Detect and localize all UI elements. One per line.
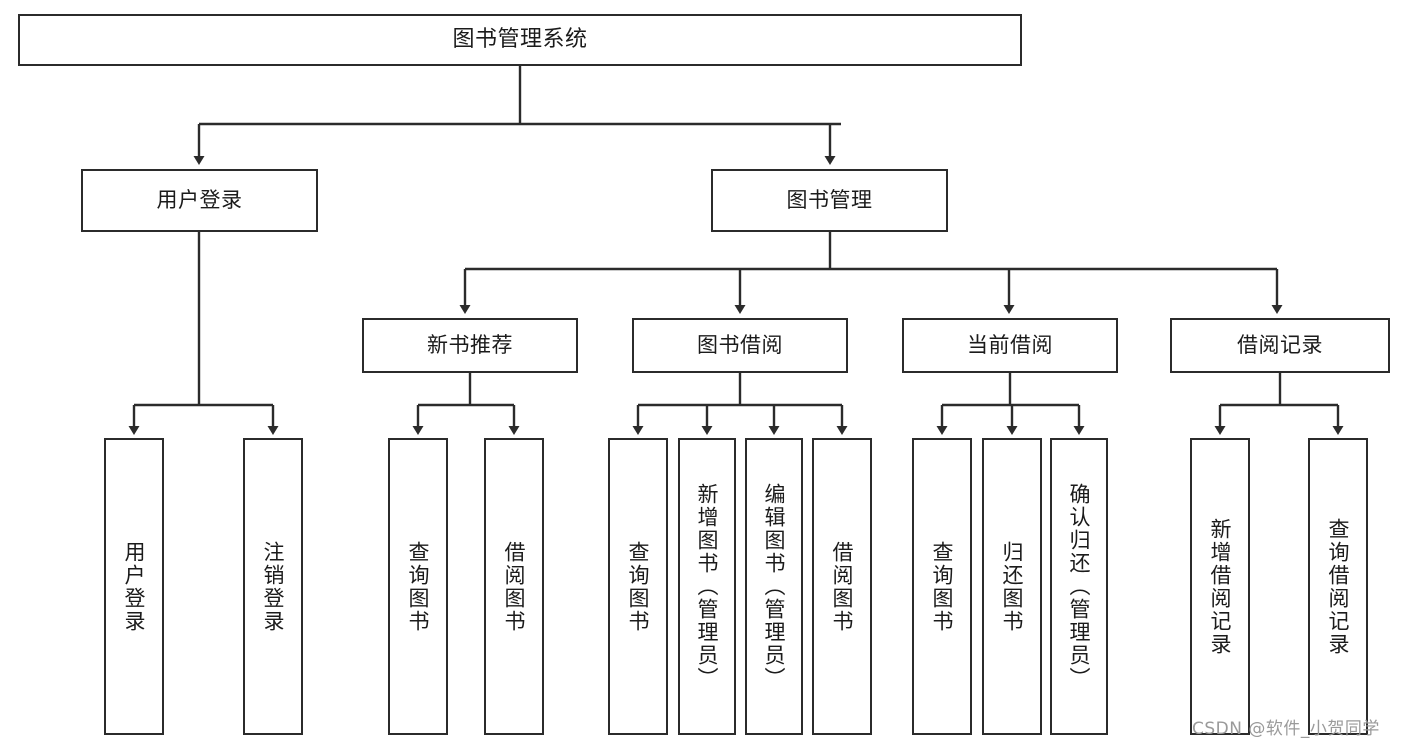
leaf-edit-book[interactable]: 编辑图书（管理员）: [745, 438, 803, 735]
leaf-add-book-label: 新增图书（管理员）: [695, 483, 720, 690]
node-user-login[interactable]: 用户登录: [81, 169, 318, 232]
leaf-user-login[interactable]: 用户登录: [104, 438, 164, 735]
node-book-borrow[interactable]: 图书借阅: [632, 318, 848, 373]
leaf-query-borrow-record[interactable]: 查询借阅记录: [1308, 438, 1368, 735]
node-new-book-recommend[interactable]: 新书推荐: [362, 318, 578, 373]
leaf-borrow-book-recommend-label: 借阅图书: [502, 540, 527, 633]
node-current-borrow[interactable]: 当前借阅: [902, 318, 1118, 373]
node-borrow-record-label: 借阅记录: [1237, 333, 1323, 358]
leaf-logout-label: 注销登录: [261, 540, 286, 633]
leaf-query-book-current[interactable]: 查询图书: [912, 438, 972, 735]
node-book-manage-label: 图书管理: [786, 188, 873, 213]
leaf-query-book-borrow[interactable]: 查询图书: [608, 438, 668, 735]
leaf-query-book-borrow-label: 查询图书: [626, 540, 651, 633]
leaf-add-borrow-record[interactable]: 新增借阅记录: [1190, 438, 1250, 735]
node-user-login-label: 用户登录: [156, 188, 243, 213]
leaf-edit-book-label: 编辑图书（管理员）: [762, 483, 787, 690]
leaf-confirm-return-label: 确认归还（管理员）: [1067, 483, 1092, 690]
leaf-query-book-recommend-label: 查询图书: [406, 540, 431, 633]
leaf-return-book[interactable]: 归还图书: [982, 438, 1042, 735]
node-root[interactable]: 图书管理系统: [18, 14, 1022, 66]
leaf-add-borrow-record-label: 新增借阅记录: [1208, 517, 1233, 656]
leaf-borrow-book-recommend[interactable]: 借阅图书: [484, 438, 544, 735]
node-root-label: 图书管理系统: [452, 27, 588, 53]
node-borrow-record[interactable]: 借阅记录: [1170, 318, 1390, 373]
node-book-borrow-label: 图书借阅: [697, 333, 783, 358]
leaf-borrow-book[interactable]: 借阅图书: [812, 438, 872, 735]
node-book-manage[interactable]: 图书管理: [711, 169, 948, 232]
leaf-return-book-label: 归还图书: [1000, 540, 1025, 633]
leaf-borrow-book-label: 借阅图书: [830, 540, 855, 633]
leaf-logout[interactable]: 注销登录: [243, 438, 303, 735]
leaf-query-book-current-label: 查询图书: [930, 540, 955, 633]
leaf-query-book-recommend[interactable]: 查询图书: [388, 438, 448, 735]
leaf-user-login-label: 用户登录: [122, 540, 147, 633]
leaf-confirm-return[interactable]: 确认归还（管理员）: [1050, 438, 1108, 735]
node-current-borrow-label: 当前借阅: [967, 333, 1053, 358]
csdn-watermark: CSDN @软件_小贺同学: [1192, 719, 1380, 739]
node-new-book-recommend-label: 新书推荐: [427, 333, 513, 358]
leaf-add-book[interactable]: 新增图书（管理员）: [678, 438, 736, 735]
leaf-query-borrow-record-label: 查询借阅记录: [1326, 517, 1351, 656]
